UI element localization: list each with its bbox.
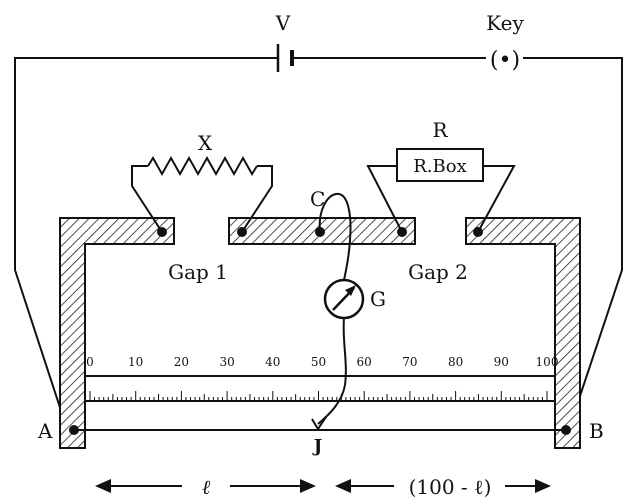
scale-tick-label: 90	[494, 355, 509, 369]
end-b-dot	[561, 425, 571, 435]
scale-tick-label: 100	[536, 355, 559, 369]
scale-tick-label: 50	[311, 355, 326, 369]
resistance-box-label: R.Box	[413, 156, 467, 177]
galvanometer-label: G	[370, 287, 386, 311]
end-a-label: A	[37, 419, 53, 443]
battery-icon	[276, 44, 294, 72]
scale-tick-label: 20	[174, 355, 189, 369]
scale-ticks	[89, 391, 548, 401]
key-label: Key	[486, 11, 524, 35]
key-symbol: (•)	[490, 48, 520, 73]
scale-tick-label: 30	[219, 355, 234, 369]
scale-tick-label: 70	[402, 355, 417, 369]
unknown-resistance-label: X	[198, 131, 213, 155]
battery-label: V	[275, 11, 291, 35]
battery-circuit	[14, 57, 623, 433]
galvanometer-icon	[323, 278, 365, 320]
end-a-dot	[69, 425, 79, 435]
end-b-label: B	[589, 419, 604, 443]
length-right-arrow	[335, 479, 551, 493]
gap1-label: Gap 1	[168, 260, 228, 284]
resistance-label: R	[432, 118, 448, 142]
right-copper-strip	[465, 217, 581, 449]
scale-tick-label: 0	[86, 355, 94, 369]
meter-scale: 0 10 20 30 40 50 60 70 80 90 100	[85, 355, 558, 402]
jockey-label: J	[312, 436, 323, 457]
key-icon: (•)	[486, 46, 523, 73]
gap2-label: Gap 2	[408, 260, 468, 284]
scale-tick-label: 60	[357, 355, 372, 369]
scale-tick-label: 10	[128, 355, 143, 369]
scale-labels: 0 10 20 30 40 50 60 70 80 90 100	[86, 355, 558, 369]
scale-tick-label: 40	[265, 355, 280, 369]
length-left-arrow	[95, 479, 316, 493]
left-copper-strip	[59, 217, 175, 449]
galvanometer-wire	[317, 192, 352, 425]
scale-tick-label: 80	[448, 355, 463, 369]
point-c-label: C	[310, 187, 325, 211]
jockey-icon[interactable]	[311, 416, 327, 431]
resistance-box-icon	[366, 148, 516, 233]
length-right-label: (100 - ℓ)	[409, 475, 492, 499]
length-left-label: ℓ	[202, 475, 211, 499]
unknown-resistor-icon	[131, 155, 273, 233]
terminal-dots	[157, 227, 483, 237]
